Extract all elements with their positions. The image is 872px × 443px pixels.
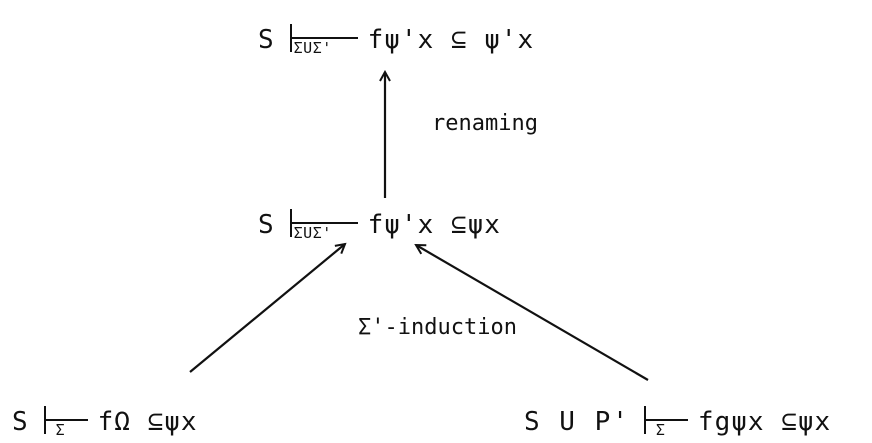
formula: fψ'x ⊆ψx: [367, 210, 501, 240]
judgment-middle: S ΣUΣ' fψ'x ⊆ψx: [258, 205, 501, 241]
signature-subscript: ΣUΣ': [293, 224, 332, 242]
formula: fψ'x ⊆ ψ'x: [367, 25, 535, 55]
context: S: [258, 25, 276, 55]
formula: fΩ ⊆ψx: [97, 407, 198, 437]
signature-subscript: Σ: [655, 421, 666, 439]
judgment-top: S ΣUΣ' fψ'x ⊆ ψ'x: [258, 20, 535, 56]
context: S: [258, 210, 276, 240]
turnstile-symbol: Σ: [643, 406, 688, 438]
signature-subscript: Σ: [55, 421, 66, 439]
edge-label-renaming: renaming: [432, 111, 538, 136]
context: S: [12, 407, 30, 437]
turnstile-symbol: Σ: [43, 406, 88, 438]
turnstile-symbol: ΣUΣ': [289, 209, 358, 241]
judgment-bottom-right: S U P' Σ fgψx ⊆ψx: [524, 402, 832, 438]
arrow-bottom-right-to-middle: [416, 245, 649, 381]
context: S U P': [524, 407, 630, 437]
edge-label-sigma-induction: Σ'-induction: [358, 315, 517, 340]
turnstile-symbol: ΣUΣ': [289, 24, 358, 56]
formula: fgψx ⊆ψx: [697, 407, 832, 437]
judgment-bottom-left: S Σ fΩ ⊆ψx: [12, 402, 198, 438]
arrow-bottom-left-to-middle: [189, 244, 345, 373]
signature-subscript: ΣUΣ': [293, 39, 332, 57]
